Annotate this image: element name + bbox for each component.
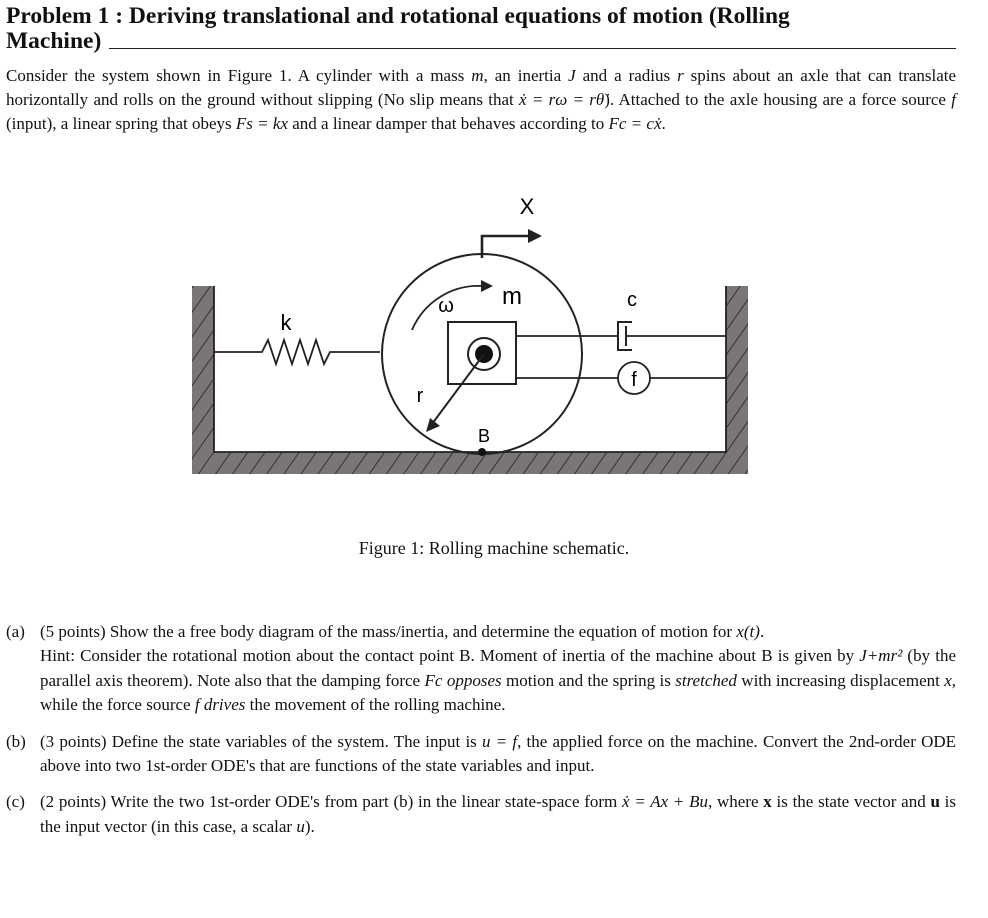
label-m: m bbox=[502, 283, 522, 310]
math-r: r bbox=[677, 66, 684, 85]
part-label: (a) bbox=[6, 622, 25, 641]
hint-text: with increasing displacement bbox=[736, 670, 945, 690]
math-spring-eq: Fs = kx bbox=[235, 114, 288, 133]
part-label: (b) bbox=[6, 731, 26, 751]
intro-text: spins about an axle that can translate h… bbox=[6, 66, 957, 109]
math-m: m bbox=[471, 66, 484, 85]
part-text: is the state vector and bbox=[771, 792, 931, 812]
part-b: (b) (3 points) Define the state variable… bbox=[6, 730, 956, 779]
part-text: (3 points) Define the state variables of… bbox=[40, 731, 482, 751]
part-text: is the input vector (in this case, a sca… bbox=[40, 792, 957, 836]
hint-text: motion and the spring is bbox=[501, 670, 676, 690]
label-b: B bbox=[478, 426, 490, 446]
x-arrow-line bbox=[480, 234, 530, 258]
hint-text: , while the force source bbox=[40, 670, 957, 715]
math-state-space: ẋ = Ax + Bu bbox=[622, 792, 708, 812]
intro-text: , an inertia bbox=[483, 66, 569, 85]
part-c: (c) (2 points) Write the two 1st-order O… bbox=[6, 790, 956, 839]
math-J: J bbox=[568, 66, 576, 85]
ground bbox=[192, 452, 748, 474]
axle bbox=[475, 345, 493, 363]
label-c: c bbox=[627, 289, 637, 311]
math-x: x bbox=[944, 670, 952, 690]
part-text: (5 points) Show the a free body diagram … bbox=[40, 622, 737, 641]
right-wall bbox=[726, 286, 748, 474]
heading-line-2: Machine) bbox=[6, 28, 102, 54]
part-a: (a) (5 points) Show the a free body diag… bbox=[6, 620, 956, 718]
math-u-vector: u bbox=[930, 792, 940, 812]
hint-text: Hint: Consider the rotational motion abo… bbox=[40, 646, 860, 666]
intro-text: (input), a linear spring that obeys bbox=[6, 114, 236, 133]
omega-arc bbox=[411, 285, 483, 331]
label-r: r bbox=[417, 385, 424, 407]
math-no-slip: ẋ = rω = rθ̇ bbox=[519, 90, 605, 109]
x-arrowhead bbox=[528, 229, 542, 243]
heading-line-1: Problem 1 : Deriving translational and r… bbox=[6, 3, 790, 29]
intro-text: Consider the system shown in Figure 1. A… bbox=[6, 66, 472, 85]
cylinder bbox=[381, 253, 583, 455]
math-inertia: J+mr² bbox=[859, 646, 903, 666]
figure-caption: Figure 1: Rolling machine schematic. bbox=[358, 538, 630, 558]
math-x-vector: x bbox=[763, 792, 772, 812]
spring-k bbox=[214, 337, 380, 367]
label-f: f bbox=[631, 369, 637, 391]
math-u-eq: u = f bbox=[481, 731, 518, 751]
intro-text: and a linear damper that behaves accordi… bbox=[287, 114, 609, 133]
part-text: ). bbox=[304, 816, 315, 836]
hint-text: the movement of the rolling machine. bbox=[245, 695, 506, 715]
intro-text: . bbox=[661, 114, 666, 133]
label-omega: ω bbox=[438, 295, 454, 317]
math-Fc: Fc bbox=[424, 670, 443, 690]
math-damper-eq: Fc = cẋ bbox=[608, 114, 662, 133]
part-text: , the applied force on the machine. Conv… bbox=[40, 731, 957, 776]
part-text: . bbox=[759, 622, 765, 641]
part-text: , where bbox=[707, 792, 764, 812]
intro-paragraph: Consider the system shown in Figure 1. A… bbox=[6, 64, 956, 136]
axle-ring bbox=[467, 337, 501, 371]
part-a-body: (5 points) Show the a free body diagram … bbox=[40, 620, 956, 718]
axle-housing bbox=[447, 321, 517, 385]
math-xt: x(t) bbox=[736, 622, 760, 641]
part-b-body: (3 points) Define the state variables of… bbox=[40, 730, 956, 779]
radius-arrowhead bbox=[426, 418, 440, 432]
intro-text: and a radius bbox=[575, 66, 678, 85]
force-source bbox=[617, 361, 651, 395]
math-u: u bbox=[296, 816, 305, 836]
omega-arrowhead bbox=[481, 280, 493, 292]
problem-heading: Problem 1 : Deriving translational and r… bbox=[6, 4, 956, 54]
problem-parts: (a) (5 points) Show the a free body diag… bbox=[6, 620, 956, 851]
part-c-body: (2 points) Write the two 1st-order ODE's… bbox=[40, 790, 956, 839]
damper-cylinder bbox=[617, 321, 632, 351]
hint-text: (by the parallel axis theorem). Note als… bbox=[40, 646, 956, 690]
math-f: f bbox=[194, 695, 200, 715]
contact-point-b bbox=[478, 448, 486, 456]
trough-outline bbox=[213, 286, 727, 453]
heading-line-2-row: Machine) bbox=[6, 29, 956, 54]
emph-drives: drives bbox=[203, 695, 246, 715]
emph-stretched: stretched bbox=[675, 670, 737, 690]
label-x: X bbox=[520, 194, 535, 219]
emph-opposes: opposes bbox=[446, 670, 502, 690]
label-k: k bbox=[281, 310, 293, 335]
part-text: (2 points) Write the two 1st-order ODE's… bbox=[40, 792, 623, 812]
radius-line bbox=[431, 353, 485, 425]
part-label: (c) bbox=[6, 792, 25, 812]
heading-rule bbox=[109, 48, 956, 49]
left-wall bbox=[192, 286, 214, 474]
intro-text: ). Attached to the axle housing are a fo… bbox=[604, 90, 952, 109]
math-f: f bbox=[951, 90, 956, 109]
